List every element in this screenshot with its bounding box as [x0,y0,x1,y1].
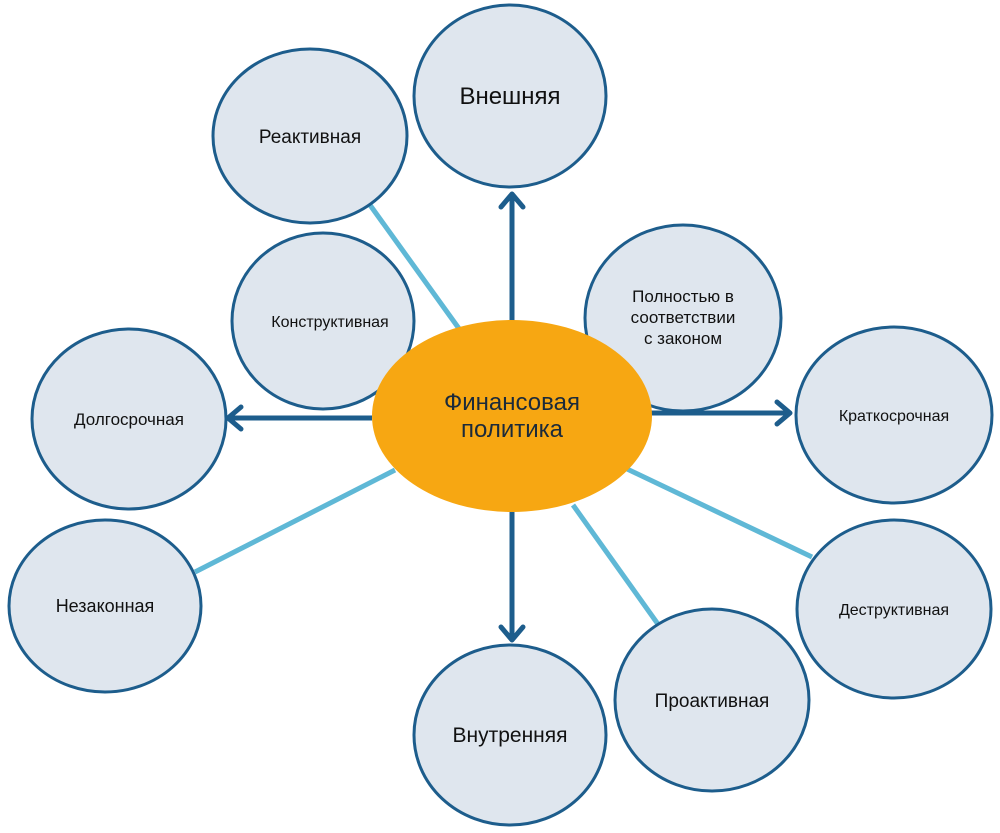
node-label: Незаконная [56,596,155,616]
node-label: Проактивная [655,691,770,712]
arrow-left [225,404,372,432]
node-label-line3: с законом [644,329,722,348]
connector-destruktivnaya [623,465,814,560]
arrow-up [498,191,526,322]
node-vnutrennyaya: Внутренняя [412,643,608,827]
node-label: Деструктивная [839,602,949,619]
node-polnostyu: Полностью в соответствии с законом [583,223,783,413]
center-node: Финансовая политика [372,320,652,512]
node-kratkosrochnaya: Краткосрочная [794,325,994,505]
connector-nezakonnaya [193,467,397,575]
node-label: Внешняя [459,83,560,110]
arrow-down [498,512,526,643]
node-label: Краткосрочная [839,408,949,425]
node-label: Реактивная [259,127,361,148]
center-label-line1: Финансовая [444,389,580,416]
node-label: Конструктивная [271,314,388,331]
arrow-right [650,399,793,427]
node-reaktivnaya: Реактивная [211,47,409,225]
node-label-line2: соответствии [631,308,736,327]
node-label: Долгосрочная [74,410,184,429]
node-nezakonnaya: Незаконная [7,518,203,694]
center-label-line2: политика [461,416,564,443]
node-label: Внутренняя [452,724,567,747]
node-konstruktivnaya: Конструктивная [230,231,416,411]
connector-reaktivnaya [367,203,463,332]
node-label-line1: Полностью в [632,287,734,306]
node-proaktivnaya: Проактивная [613,607,811,793]
node-destruktivnaya: Деструктивная [795,518,993,700]
connector-proaktivnaya [570,503,663,629]
node-dolgosrochnaya: Долгосрочная [30,327,228,511]
node-vneshnyaya: Внешняя [412,3,608,189]
